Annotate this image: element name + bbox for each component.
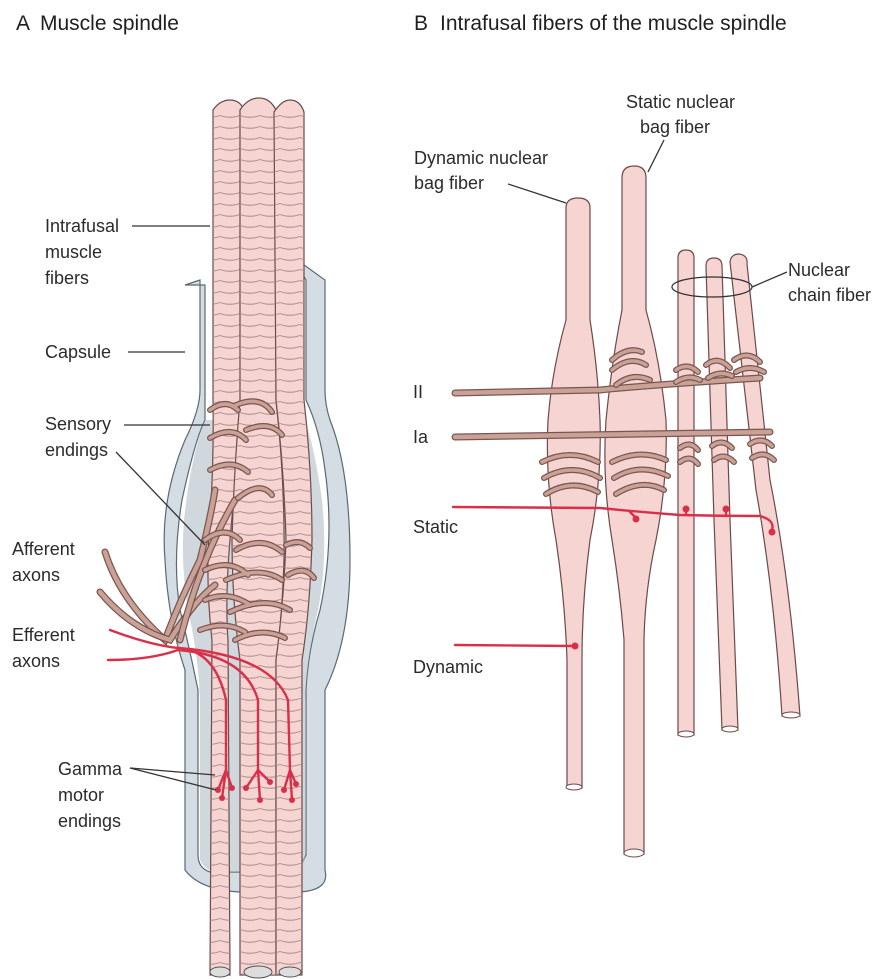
panel-b-title: Intrafusal fibers of the muscle spindle [440,12,787,35]
panel-a: A Muscle spindle [12,12,350,978]
label-static-bag-1: Static nuclear [626,92,735,112]
label-efferent-2: axons [12,651,60,671]
label-static-bag-2: bag fiber [640,117,710,137]
nuclear-chain-fiber-3 [730,254,800,716]
label-intrafusal-3: fibers [45,268,89,288]
label-afferent-1: Afferent [12,539,75,559]
label-intrafusal-1: Intrafusal [45,216,119,236]
label-gamma-1: Gamma [58,759,123,779]
label-static: Static [413,517,458,537]
nuclear-chain-fiber-1 [678,250,694,735]
label-gamma-3: endings [58,811,121,831]
panel-b-letter: B [414,12,428,35]
label-ii: II [413,382,423,402]
panel-b: B Intrafusal fibers of the muscle spindl… [413,12,871,857]
label-dynamic-bag-2: bag fiber [414,173,484,193]
label-efferent-1: Efferent [12,625,75,645]
label-sensory-2: endings [45,440,108,460]
label-sensory-1: Sensory [45,414,111,434]
intrafusal-fibers-a [208,98,312,978]
panel-a-letter: A [16,12,30,35]
dynamic-efferent [455,643,579,650]
label-dynamic-bag-1: Dynamic nuclear [414,148,548,168]
nuclear-chain-fiber-2 [706,258,738,730]
label-dynamic: Dynamic [413,657,483,677]
label-gamma-2: motor [58,785,104,805]
label-ia: Ia [413,427,429,447]
label-chain-2: chain fiber [788,285,871,305]
label-chain-1: Nuclear [788,260,850,280]
label-intrafusal-2: muscle [45,242,102,262]
dynamic-bag-fiber [547,198,600,788]
panel-a-title: Muscle spindle [40,12,179,35]
label-capsule: Capsule [45,342,111,362]
label-afferent-2: axons [12,565,60,585]
